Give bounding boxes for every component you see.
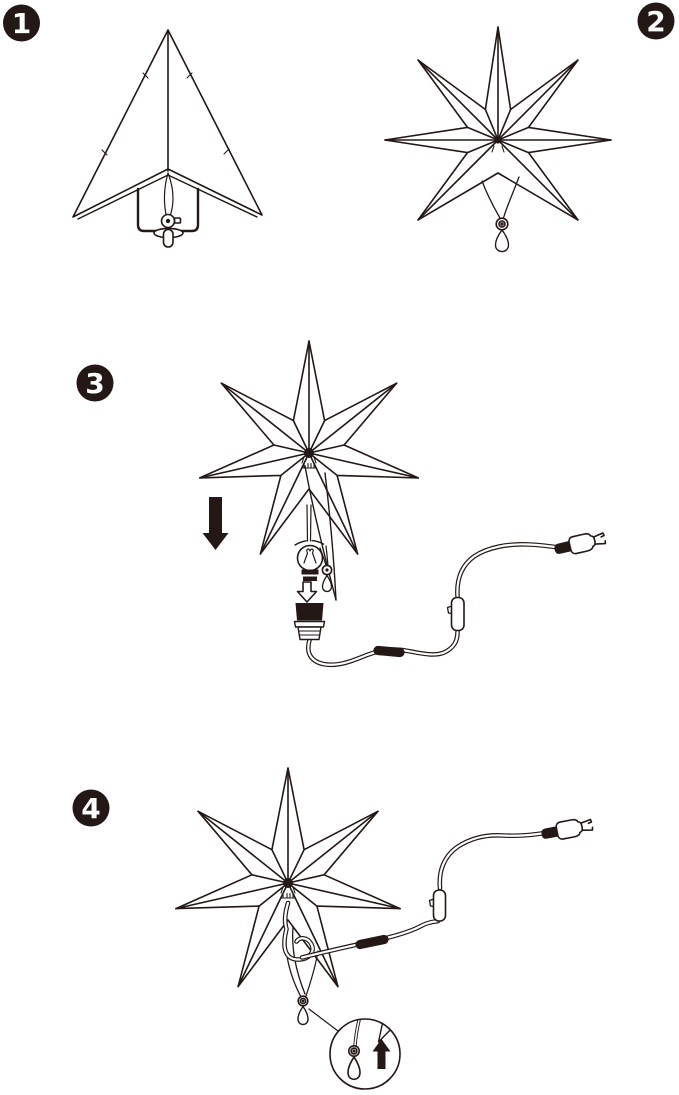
folded-star-figure [72, 29, 263, 248]
toggle-teardrop [297, 1005, 309, 1026]
step-number: 2 [646, 5, 665, 38]
star-figure [175, 767, 401, 988]
toggle-ring-inner [350, 1047, 358, 1055]
fastener-stem [162, 228, 174, 248]
bulb-hanging-cord [306, 504, 312, 542]
inline-switch-icon [446, 596, 465, 632]
center-clip [491, 145, 505, 153]
step-2: 2 [384, 2, 675, 253]
crease-leaf [167, 172, 174, 220]
cable-sleeve [373, 645, 405, 658]
outline-down-arrow-icon [296, 581, 318, 603]
light-bulb-icon [294, 539, 326, 581]
toggle-teardrop [347, 1056, 361, 1081]
star-line [384, 26, 612, 221]
motion-arc [294, 539, 326, 546]
badge-circle [76, 364, 114, 402]
badge-circle [72, 789, 110, 827]
toggle-pin [165, 218, 171, 224]
step-1: 1 [3, 4, 263, 248]
edge-notch [142, 72, 149, 79]
toggle-teardrop [494, 229, 510, 253]
solid-up-arrow-icon [372, 1039, 391, 1069]
badge-circle [637, 2, 675, 40]
power-cord-loop [282, 900, 315, 962]
socket-ridge [298, 630, 321, 636]
power-plug-icon [539, 815, 595, 844]
edge-notch [223, 148, 230, 155]
badge-circle [3, 4, 40, 42]
star-center-hub [304, 448, 314, 458]
toggle-cord [319, 545, 329, 567]
star-figure [199, 340, 419, 555]
inline-switch-icon [428, 889, 447, 922]
magnifier-detail [329, 1018, 401, 1090]
bottom-flap-edge [324, 472, 337, 601]
toggle-teardrop [321, 574, 333, 593]
step-number: 3 [85, 367, 104, 400]
folded-star-front-fold [77, 174, 258, 220]
lamp-socket-icon [293, 603, 326, 641]
cord-toggle-icon [494, 217, 510, 253]
power-cord-core [300, 919, 440, 959]
hanging-cord [481, 180, 502, 221]
edge-notch [186, 72, 193, 79]
toggle-pin [325, 568, 329, 572]
step-4: 4 [72, 767, 595, 1090]
toggle-ring-inner [299, 997, 307, 1005]
unfolded-star-figure [384, 26, 612, 221]
magnifier-content [347, 1019, 396, 1081]
star-line [273, 419, 345, 477]
star-line [199, 340, 419, 555]
socket-flange [293, 620, 326, 628]
hanging-cord [291, 926, 306, 995]
toggle-pin [500, 222, 504, 226]
star-line [466, 108, 530, 154]
power-cord [437, 830, 552, 891]
socket-top [295, 603, 324, 621]
bulb-holder-clip [280, 886, 296, 899]
switch-body [450, 596, 465, 632]
toggle-pin [301, 999, 305, 1003]
star-center-hub [283, 878, 293, 888]
solid-down-arrow-icon [202, 497, 229, 550]
switch-body [432, 889, 447, 922]
star-line [251, 848, 325, 907]
magnified-star-tip [377, 1019, 396, 1043]
toggle-tab [173, 217, 182, 224]
step-2-badge: 2 [637, 2, 675, 40]
star-center-hub [494, 136, 502, 144]
star-line [175, 767, 401, 988]
step-3-badge: 3 [76, 364, 114, 402]
hanging-cord [502, 176, 520, 221]
step-3: 3 [76, 340, 608, 668]
power-cord-core [456, 543, 564, 598]
bottom-flap-edge [304, 465, 337, 601]
step-number: 1 [12, 7, 31, 40]
power-cord [455, 542, 565, 599]
cable-sleeve [355, 934, 389, 950]
power-cord-core [438, 831, 551, 890]
cord-toggle-icon [297, 995, 309, 1026]
step-4-badge: 4 [72, 789, 110, 827]
detail-leader-line [308, 1008, 339, 1032]
power-cord-loop-core [283, 901, 314, 961]
power-plug-icon [551, 528, 608, 559]
bulb-holder-clip [301, 456, 317, 469]
toggle-pin [352, 1049, 356, 1053]
step-number: 4 [81, 792, 100, 825]
bulb-base-band [301, 569, 319, 575]
magnifier-circle [329, 1018, 401, 1090]
bulb-filament [303, 548, 317, 564]
step-1-badge: 1 [3, 4, 40, 42]
magnified-cord-core [354, 1019, 361, 1047]
bulb-glass [296, 544, 324, 572]
socket-body [297, 626, 322, 641]
crease-leaf [163, 172, 169, 220]
toggle-ring-inner [498, 220, 506, 228]
edge-notch [101, 149, 108, 156]
cord-toggle-icon [321, 564, 333, 593]
bulb-base-band [303, 576, 317, 581]
